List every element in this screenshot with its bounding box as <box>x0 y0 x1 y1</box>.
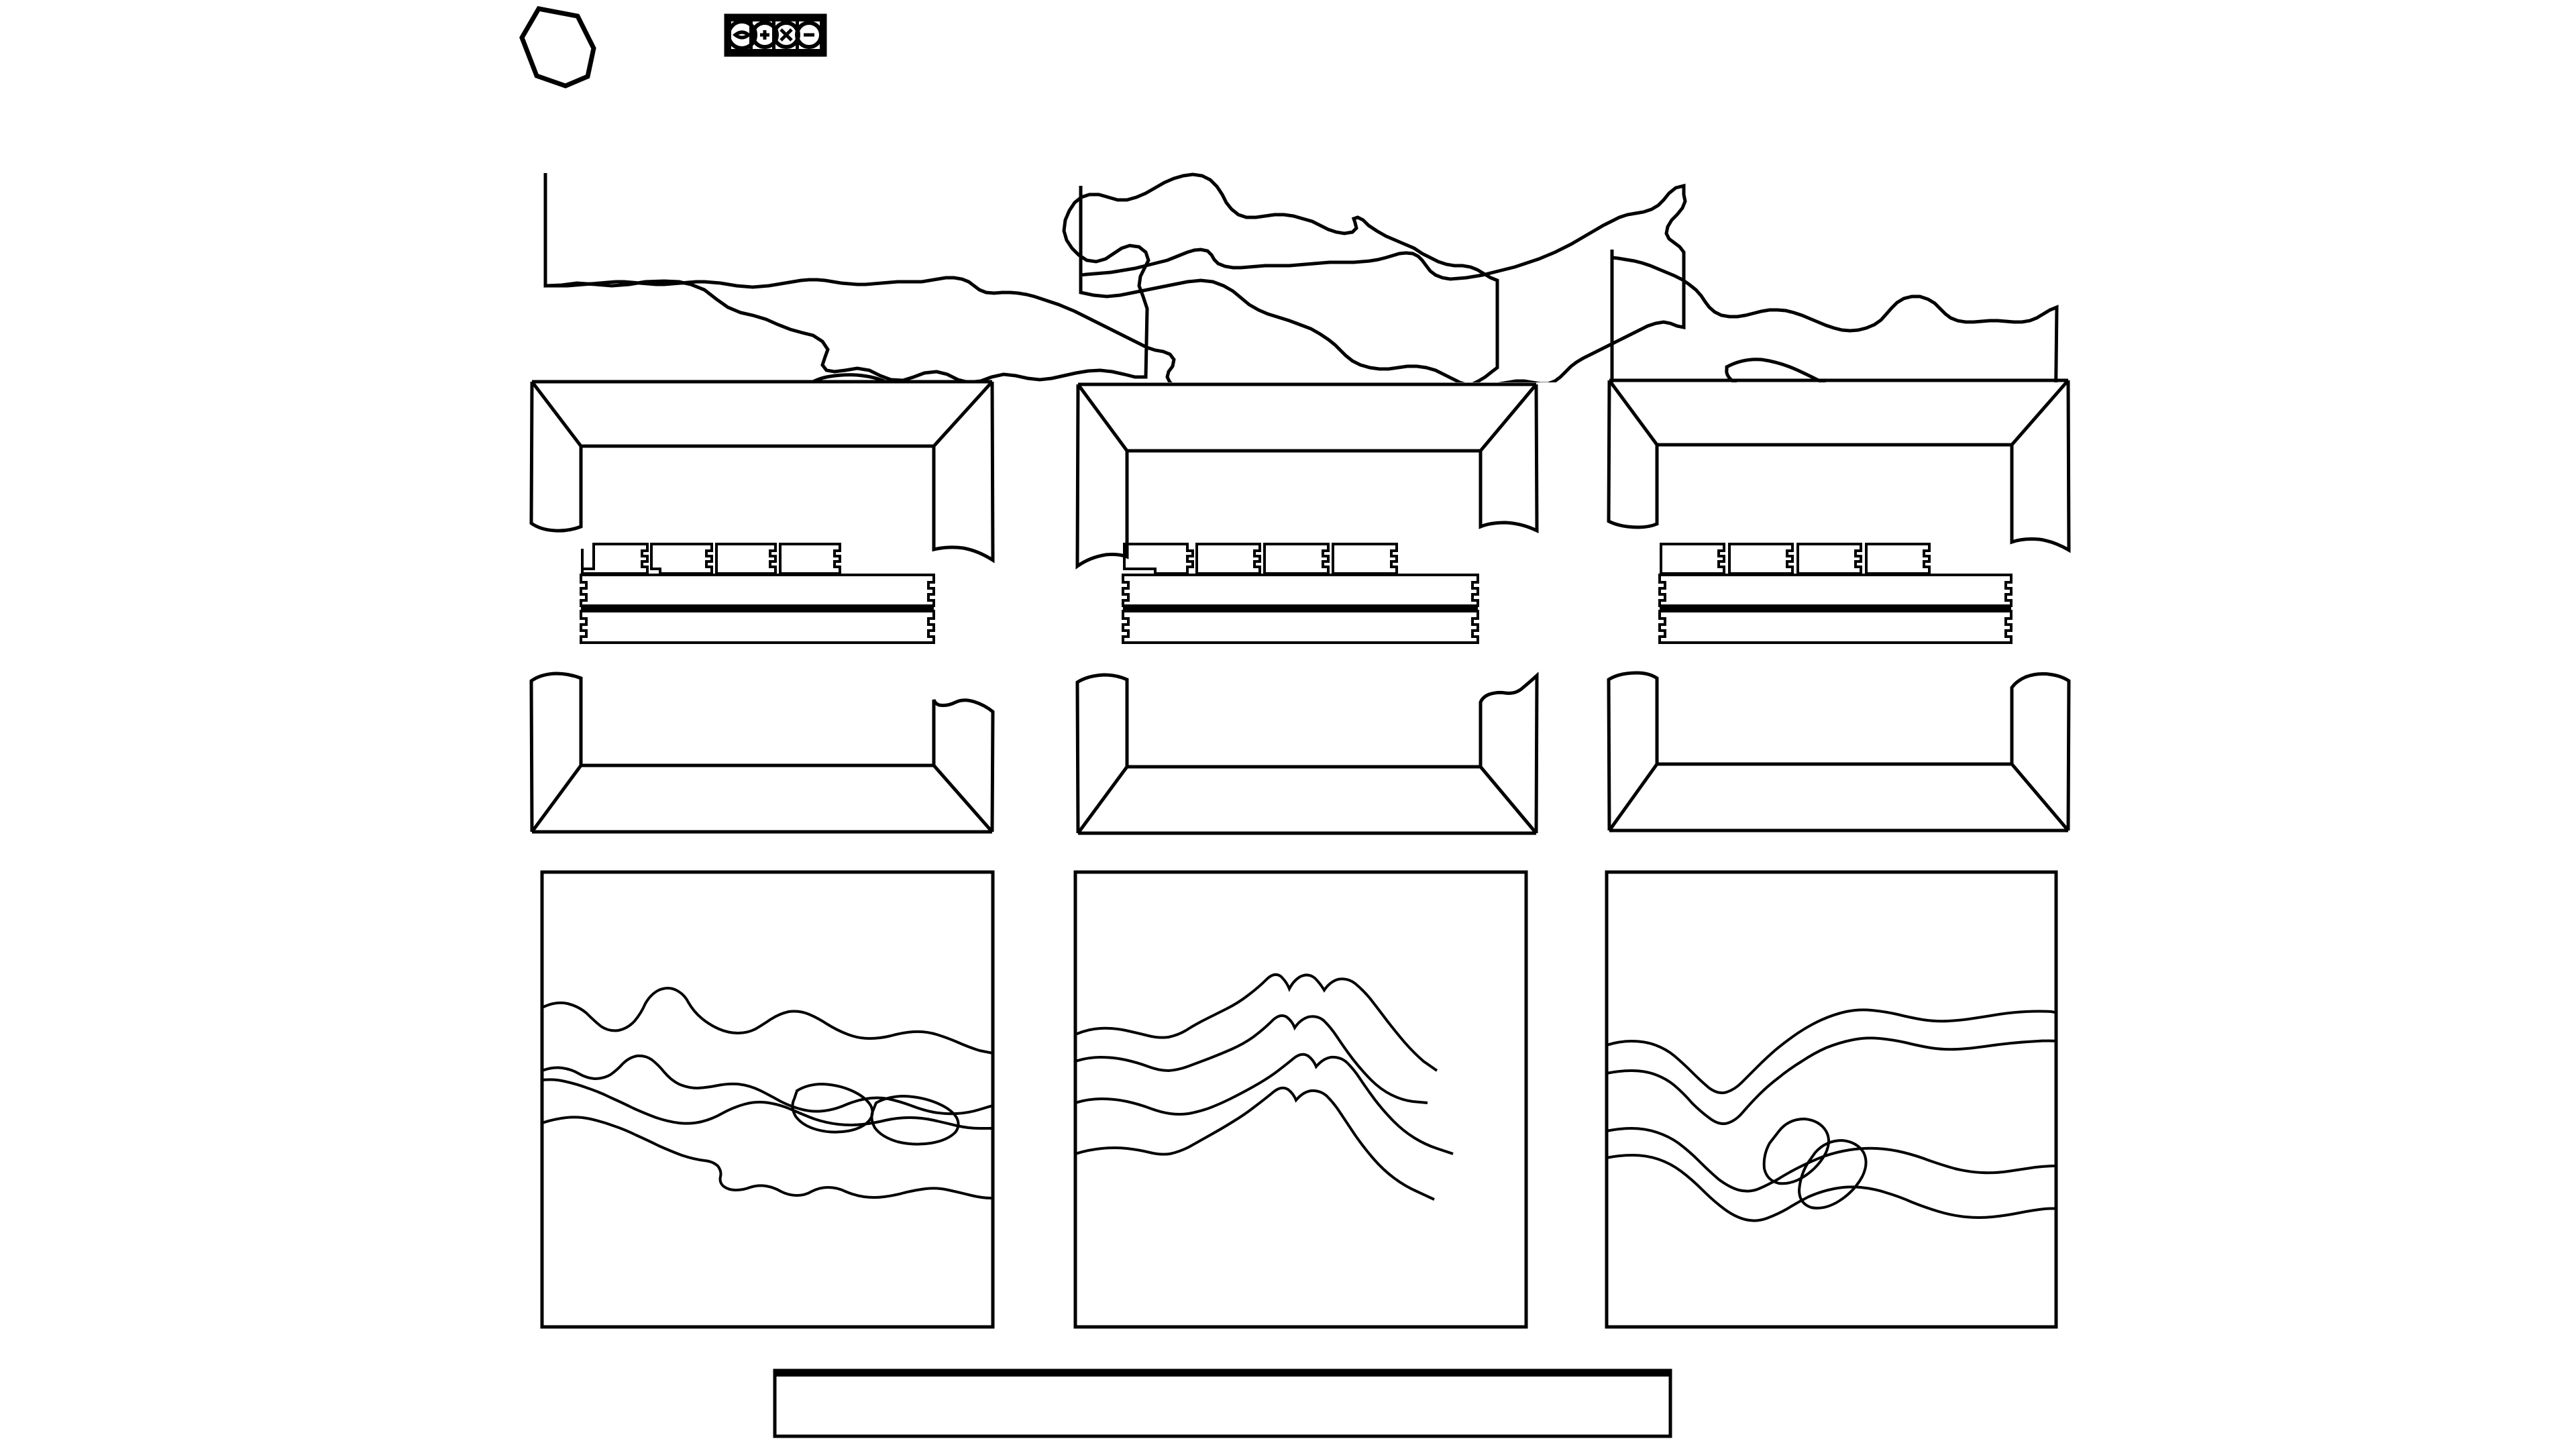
slab-layer-lower <box>580 610 935 644</box>
module-section-c[interactable] <box>1658 543 2012 644</box>
slab-layer-upper <box>1658 574 2012 607</box>
title-block[interactable] <box>773 1368 1672 1438</box>
row-contour-panels <box>540 870 2058 1329</box>
slab-layer-upper <box>1122 574 1479 607</box>
module-block <box>1123 543 1194 575</box>
contour-outline-c[interactable] <box>1610 250 2059 382</box>
module-section-b[interactable] <box>1122 543 1479 644</box>
module-block <box>779 543 841 575</box>
row-contour-outlines <box>543 172 2059 382</box>
module-block <box>650 543 713 575</box>
module-block <box>1332 543 1398 575</box>
module-block <box>1195 543 1261 575</box>
module-block <box>715 543 777 575</box>
slab-layer-upper <box>580 574 935 607</box>
module-block <box>1660 543 1725 575</box>
floor-perspective-a[interactable] <box>529 672 995 834</box>
floor-perspective-b[interactable] <box>1075 672 1539 835</box>
ceiling-perspective-b[interactable] <box>1075 382 1539 570</box>
heptagon-icon[interactable] <box>519 6 596 89</box>
contour-panel-a[interactable] <box>540 870 995 1329</box>
contour-outline-a[interactable] <box>543 172 1499 382</box>
module-section-a[interactable] <box>580 543 935 644</box>
slab-layer-lower <box>1122 610 1479 644</box>
symbols-layer <box>519 6 827 89</box>
module-block <box>1263 543 1330 575</box>
row-module-sections <box>580 543 2012 644</box>
floor-perspective-c[interactable] <box>1607 671 2071 833</box>
ceiling-perspective-a[interactable] <box>529 380 995 564</box>
module-block <box>1796 543 1862 575</box>
row-ceiling-perspectives <box>529 378 2071 570</box>
legend-scale-block-icon[interactable] <box>724 13 827 57</box>
contour-panel-b[interactable] <box>1073 870 1528 1329</box>
contour-panel-c[interactable] <box>1605 870 2058 1329</box>
ceiling-perspective-c[interactable] <box>1607 378 2071 553</box>
slab-layer-lower <box>1658 610 2012 644</box>
module-block <box>581 543 649 575</box>
module-block <box>1728 543 1794 575</box>
module-block <box>1865 543 1931 575</box>
row-floor-perspectives <box>529 671 2071 835</box>
title-block-layer <box>773 1368 1672 1438</box>
contour-outline-b[interactable] <box>1079 183 1687 382</box>
